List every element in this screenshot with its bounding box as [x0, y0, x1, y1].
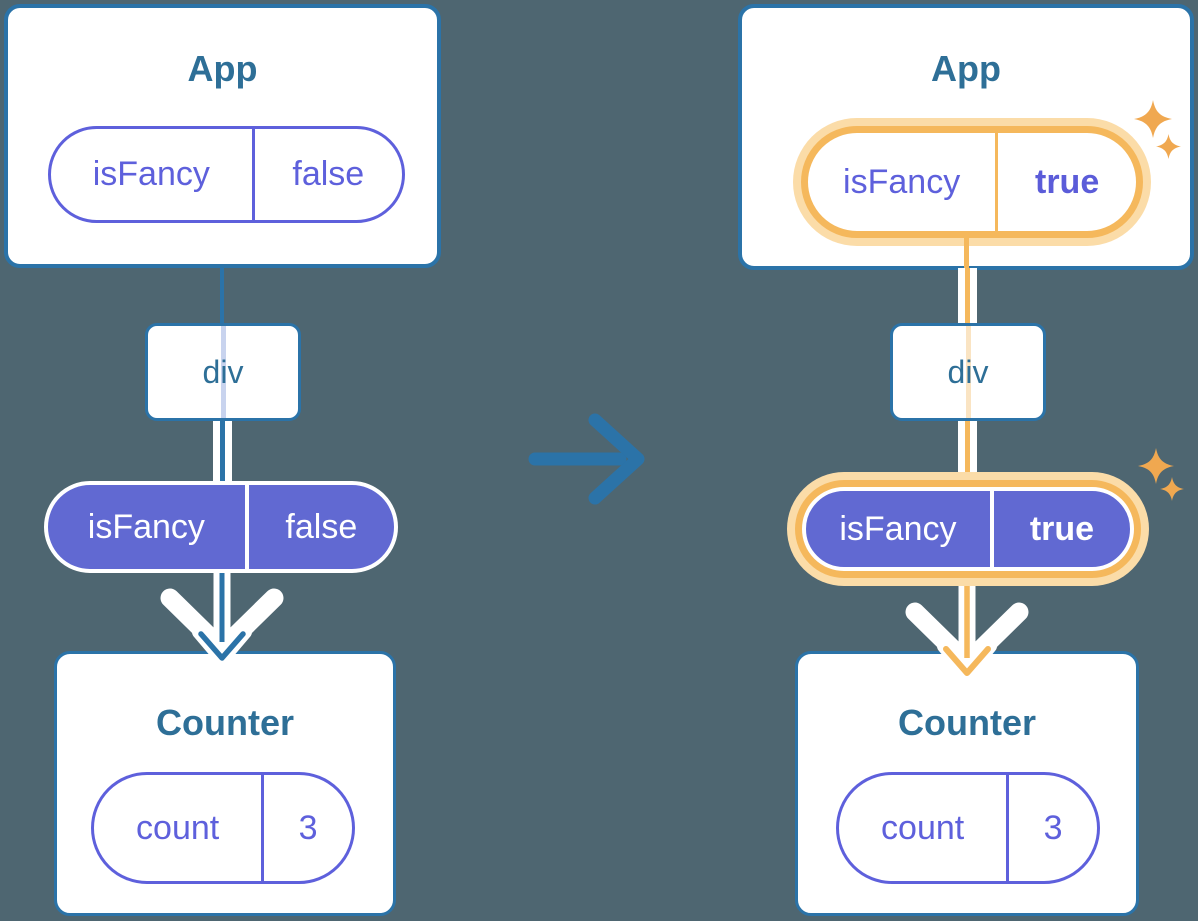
- state-name: count: [94, 775, 265, 881]
- prop-pill-before: isFancy false: [44, 481, 398, 573]
- div-label: div: [202, 353, 244, 390]
- div-box-before: div: [145, 323, 301, 421]
- sparkle-icon: [1160, 477, 1184, 501]
- counter-card-before: Counter count 3: [54, 651, 396, 916]
- app-card-before: App isFancy false: [4, 4, 441, 268]
- state-name: count: [839, 775, 1010, 881]
- app-state-pill-after: isFancy true: [801, 126, 1143, 238]
- sparkle-icon: [1138, 448, 1174, 484]
- state-name: isFancy: [51, 129, 255, 220]
- app-title: App: [931, 48, 1001, 89]
- prop-value: false: [285, 507, 358, 546]
- state-value: 3: [1043, 808, 1063, 847]
- faded-flow-line: [965, 326, 971, 418]
- prop-name: isFancy: [806, 491, 994, 567]
- div-label: div: [947, 353, 989, 390]
- state-name: isFancy: [808, 133, 999, 231]
- context-flow-line: [958, 421, 977, 487]
- counter-title: Counter: [898, 702, 1036, 743]
- prop-flow-line: [213, 421, 232, 481]
- counter-title: Counter: [156, 702, 294, 743]
- faded-flow-line: [220, 326, 226, 418]
- div-box-after: div: [890, 323, 1046, 421]
- prop-name: isFancy: [48, 485, 249, 569]
- counter-state-pill-before: count 3: [91, 772, 355, 884]
- app-state-pill-before: isFancy false: [48, 126, 405, 223]
- prop-value: true: [1029, 509, 1095, 548]
- props-flow-arrow-icon: [160, 570, 284, 666]
- app-title: App: [187, 48, 258, 89]
- transition-arrow-icon: [528, 413, 645, 505]
- state-value: true: [1035, 162, 1100, 201]
- sparkle-icon: [1134, 100, 1172, 138]
- state-value: 3: [298, 808, 318, 847]
- context-line-in-card: [964, 232, 969, 270]
- counter-card-after: Counter count 3: [795, 651, 1139, 916]
- tree-edge-line: [220, 266, 224, 323]
- prop-pill-after: isFancy true: [802, 487, 1134, 571]
- context-flow-line: [958, 268, 977, 323]
- sparkle-icon: [1156, 134, 1181, 159]
- app-card-after: App isFancy true: [738, 4, 1194, 270]
- state-value: false: [292, 155, 365, 193]
- counter-state-pill-after: count 3: [836, 772, 1100, 884]
- props-flow-arrow-icon: [905, 584, 1029, 681]
